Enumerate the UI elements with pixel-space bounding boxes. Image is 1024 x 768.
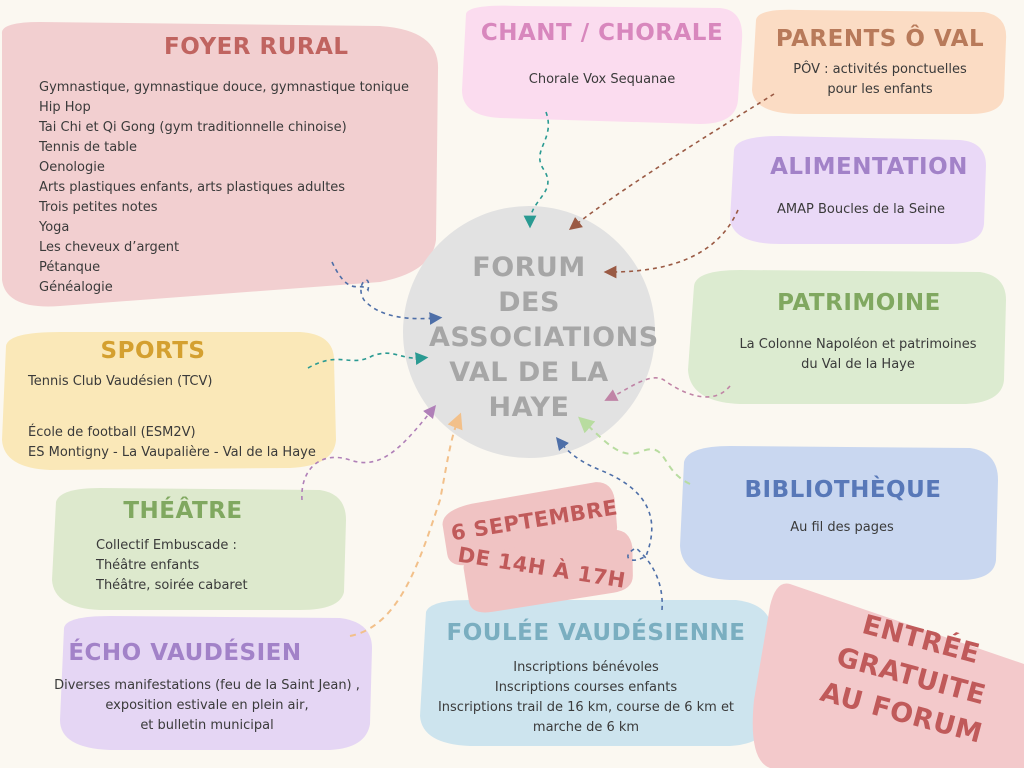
theatre-text-line1: Collectif Embuscade : [96,538,237,553]
alimentation-title: ALIMENTATION [770,154,968,180]
theatre-text-line2: Théâtre enfants [96,558,200,573]
parents-title: PARENTS Ô VAL [775,26,985,52]
patrimoine-title: PATRIMOINE [777,290,941,316]
entree-blob [752,583,1024,768]
foulee-text-line3: Inscriptions trail de 16 km, course de 6… [437,700,735,715]
foulee-text-line4: marche de 6 km [532,720,640,735]
parents-blob [752,9,1007,114]
bibliotheque-title: BIBLIOTHÈQUE [744,477,942,503]
arrow-bibliotheque [578,416,691,485]
sports-title: SPORTS [100,338,206,364]
list-item: Les cheveux d’argent [39,240,180,255]
foulee-text-line2: Inscriptions courses enfants [494,680,678,695]
patrimoine-text-line2: du Val de la Haye [801,357,915,372]
sports-club-tcv: Tennis Club Vaudésien (TCV) [28,374,213,389]
date-blob-group [442,482,633,613]
foyer-activity-list: Gymnastique, gymnastique douce, gymnasti… [39,78,409,298]
sports-blob [2,332,336,470]
list-item: Arts plastiques enfants, arts plastiques… [39,180,346,195]
parents-text-line2: pour les enfants [827,82,933,97]
foyer-blob [1,22,439,307]
patrimoine-text-line1: La Colonne Napoléon et patrimoines [739,337,977,352]
parents-text-line1: PÔV : activités ponctuelles [793,62,967,77]
forum-title-line1: FORUM [472,252,586,283]
echo-blob [60,616,372,750]
arrow-theatre [301,405,436,501]
foulee-blob [420,600,772,746]
foulee-title: FOULÉE VAUDÉSIENNE [446,620,746,646]
parents-text: PÔV : activités ponctuelles pour les enf… [752,60,1008,100]
patrimoine-text: La Colonne Napoléon et patrimoines du Va… [700,335,1016,375]
theatre-title: THÉÂTRE [123,498,243,524]
arrow-patrimoine [604,377,731,401]
sports-football-line2: ES Montigny - La Vaupalière - Val de la … [28,445,316,460]
forum-title: FORUM DES ASSOCIATIONS VAL DE LA HAYE [429,250,659,425]
echo-text: Diverses manifestations (feu de la Saint… [52,676,362,736]
forum-title-line2: DES [498,287,560,318]
list-item: Généalogie [39,280,113,295]
chant-title: CHANT / CHORALE [480,20,724,46]
chant-text: Chorale Vox Sequanae [528,72,676,87]
list-item: Gymnastique, gymnastique douce, gymnasti… [39,80,409,95]
chant-blob [462,5,743,125]
theatre-text: Collectif Embuscade : Théâtre enfants Th… [96,536,248,596]
foulee-text-line1: Inscriptions bénévoles [513,660,659,675]
list-item: Yoga [39,220,70,235]
forum-title-line5: HAYE [488,392,570,423]
list-item: Oenologie [39,160,105,175]
arrow-chant [523,111,550,229]
list-item: Tai Chi et Qi Gong (gym traditionnelle c… [39,120,347,135]
list-item: Trois petites notes [39,200,158,215]
arrow-echo [349,412,463,637]
echo-text-line3: et bulletin municipal [140,718,274,733]
foyer-title: FOYER RURAL [164,34,349,60]
alimentation-blob [730,136,986,244]
bibliotheque-blob [680,446,998,580]
echo-text-line1: Diverses manifestations (feu de la Saint… [54,678,360,693]
forum-title-line3: ASSOCIATIONS [429,322,659,353]
arrow-sports [307,352,429,369]
date-blob-bottom [463,529,633,613]
theatre-text-line3: Théâtre, soirée cabaret [96,578,248,593]
foulee-text: Inscriptions bénévoles Inscriptions cour… [426,658,746,738]
center-circle [403,206,655,458]
arrow-foyer [331,261,443,325]
arrow-alimentation [603,209,739,279]
forum-title-line4: VAL DE LA [449,357,609,388]
bibliotheque-text: Au fil des pages [790,520,894,535]
echo-title: ÉCHO VAUDÉSIEN [68,640,302,666]
list-item: Hip Hop [39,100,91,115]
theatre-blob [52,488,346,610]
alimentation-text: AMAP Boucles de la Seine [777,202,945,217]
list-item: Pétanque [39,260,101,275]
echo-text-line2: exposition estivale en plein air, [105,698,309,713]
arrow-foulee [556,437,663,611]
sports-football: École de football (ESM2V) ES Montigny - … [28,423,316,463]
list-item: Tennis de table [39,140,138,155]
arrow-parents [568,93,775,230]
sports-football-line1: École de football (ESM2V) [28,425,196,440]
patrimoine-blob [688,270,1006,404]
